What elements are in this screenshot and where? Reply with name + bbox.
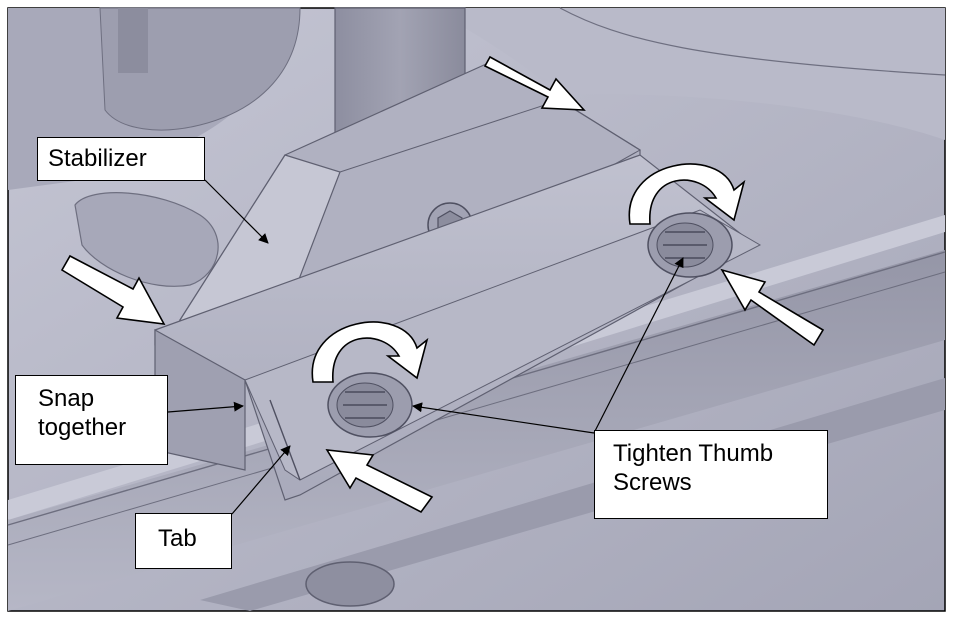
leader-stabilizer (204, 179, 269, 244)
snap-text-line2: together (38, 414, 127, 441)
straight-arrow-top (483, 55, 586, 111)
leader-snap (167, 401, 244, 413)
straight-arrow-left (60, 254, 166, 325)
rail-hole (305, 561, 395, 607)
leader-tab (231, 445, 291, 515)
snap-text-line1: Snap (38, 385, 95, 412)
clamp-jaw (99, 7, 301, 131)
threaded-rod (118, 8, 148, 73)
surface-edge (559, 7, 946, 76)
rotation-arrow-left-icon (311, 321, 429, 383)
leader-screw-right (593, 257, 684, 434)
snap-together-label: Snap together (15, 375, 168, 465)
tighten-text-line2: Screws (613, 469, 692, 496)
tab-edge (269, 399, 301, 481)
leader-screw-left (412, 402, 595, 434)
tighten-text-line1: Tighten Thumb (613, 440, 774, 467)
thumb-screw-right (647, 212, 733, 278)
upper-right-surface (430, 8, 945, 140)
thumb-screw-left (327, 372, 413, 438)
stabilizer-text: Stabilizer (48, 145, 147, 172)
tighten-thumb-screws-label: Tighten Thumb Screws (594, 430, 828, 519)
tab-text: Tab (158, 525, 197, 552)
rotation-arrow-right-icon (628, 163, 746, 225)
straight-arrow-right (720, 268, 825, 347)
side-knob (74, 192, 219, 287)
stabilizer-label: Stabilizer (37, 137, 205, 181)
straight-arrow-bottom (325, 449, 434, 514)
tab-label: Tab (135, 513, 232, 569)
